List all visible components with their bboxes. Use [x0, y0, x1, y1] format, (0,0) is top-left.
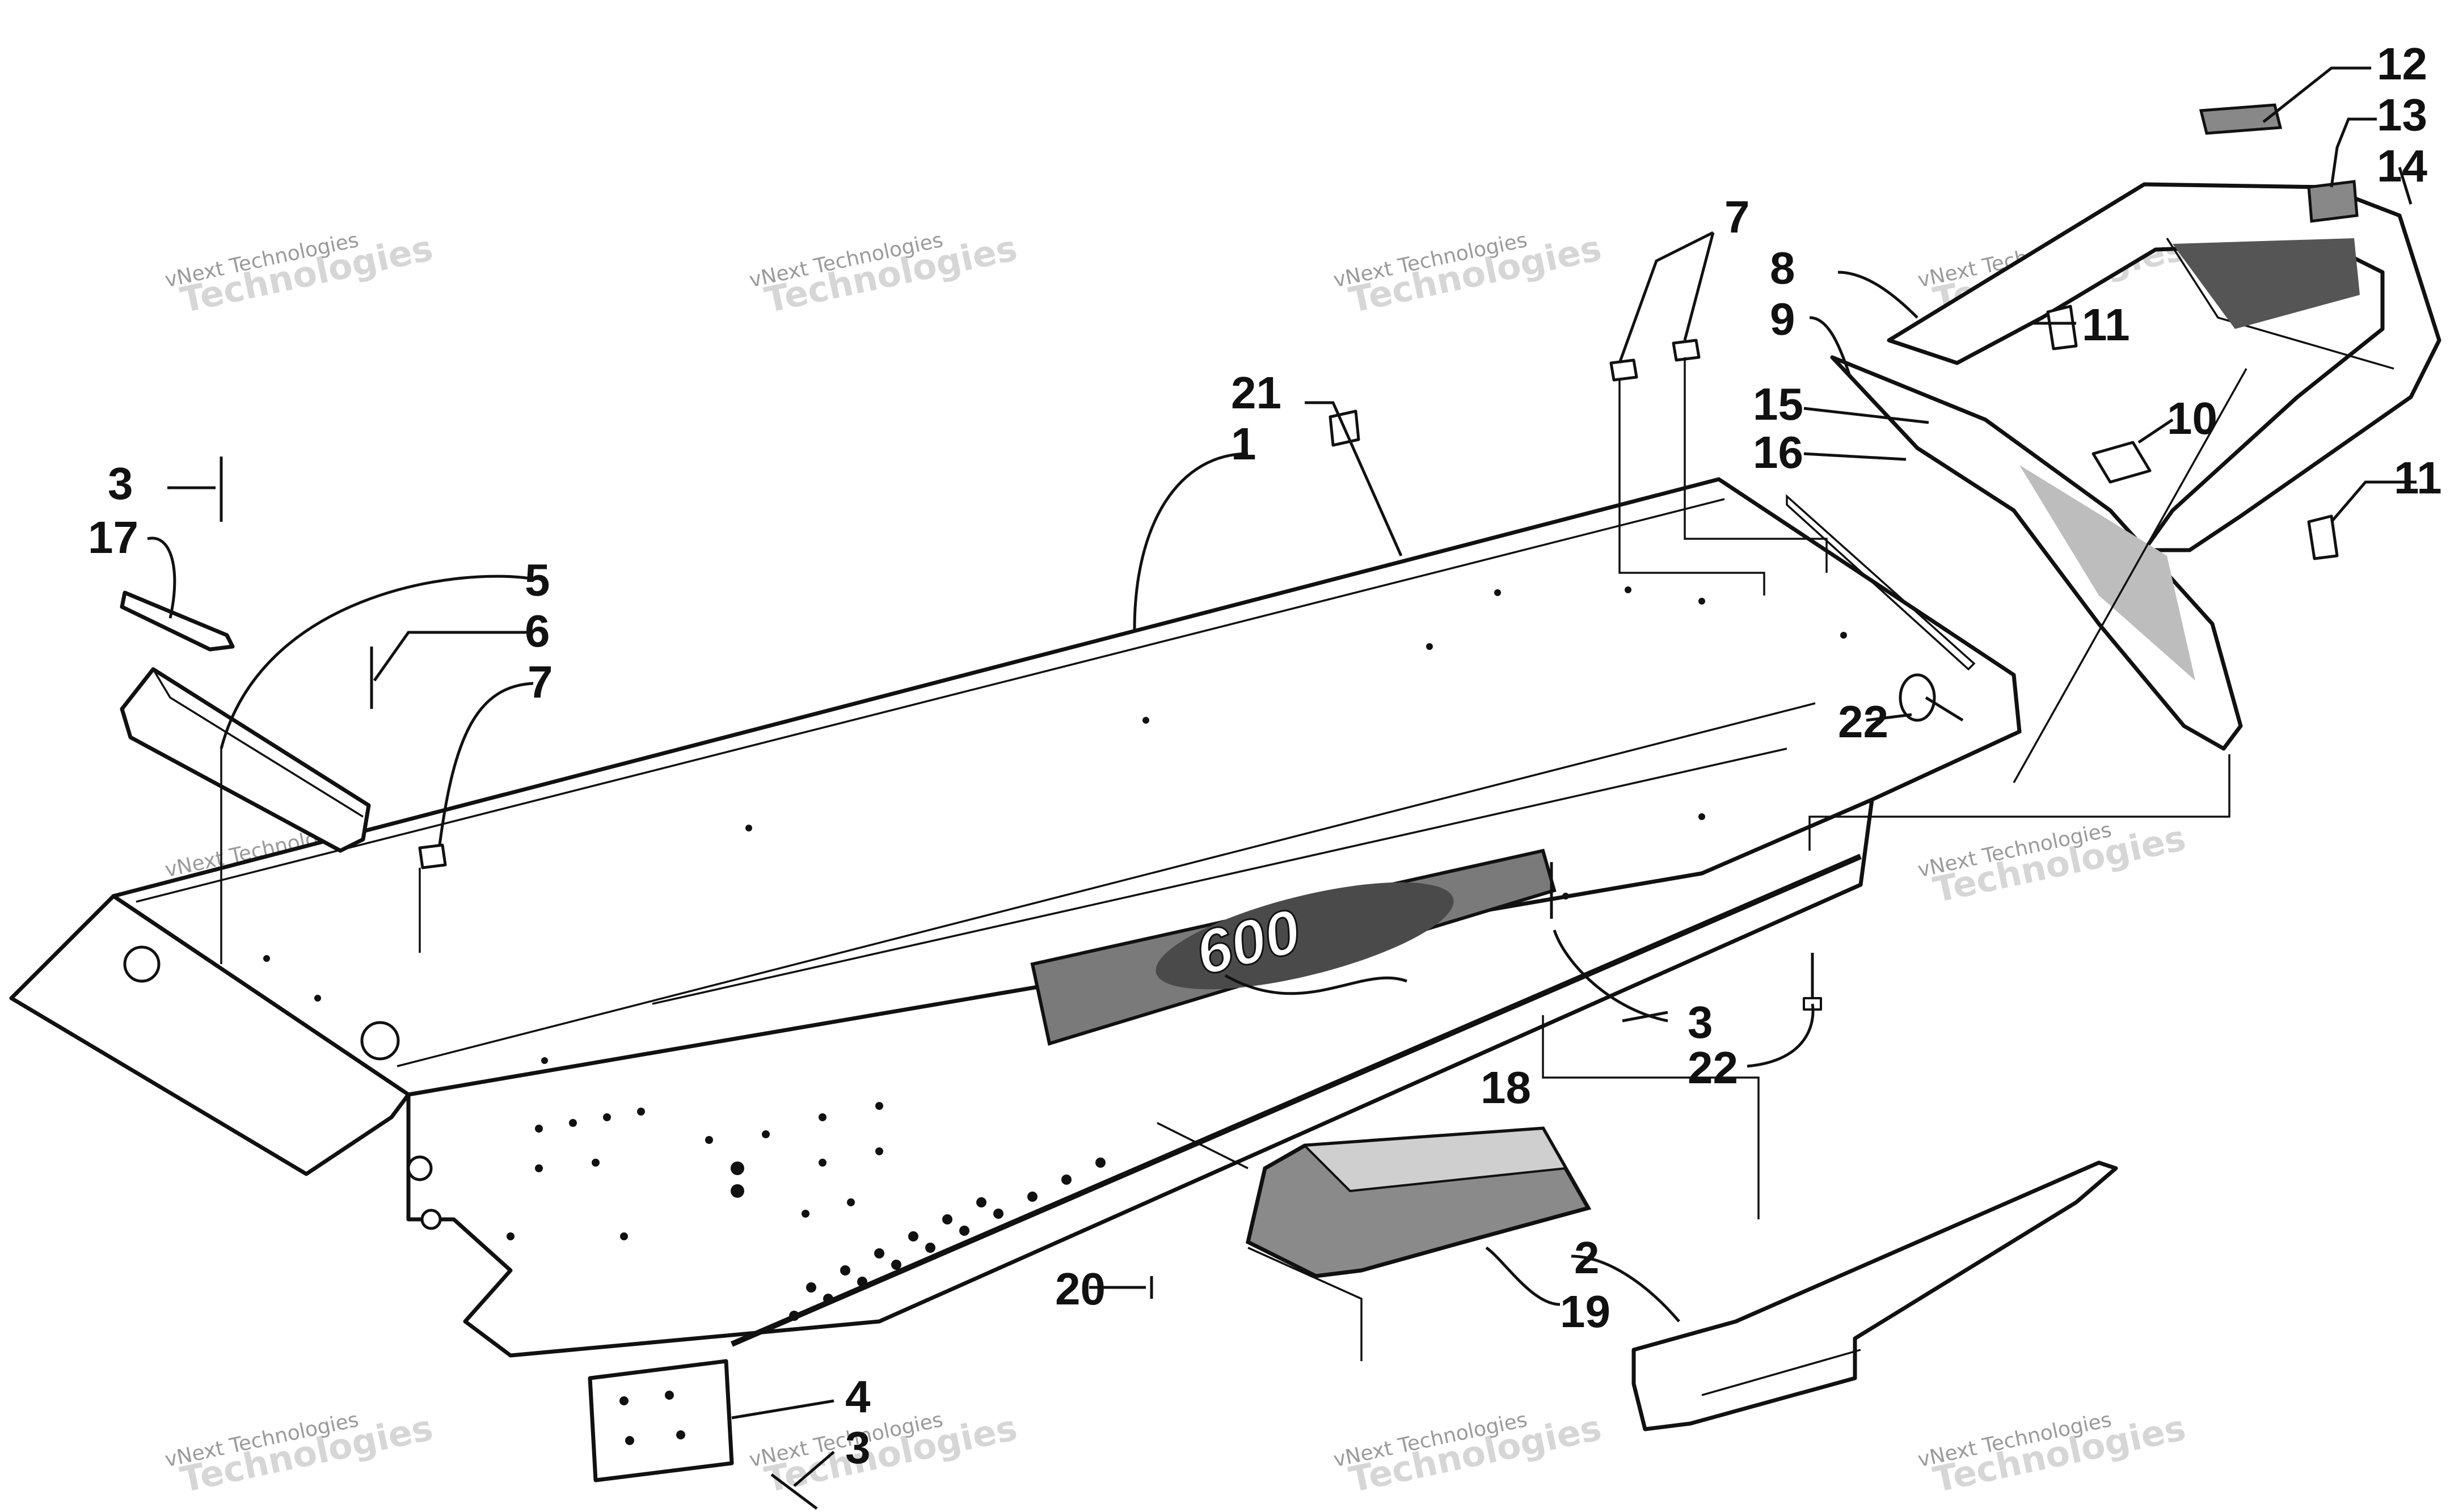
callout-12: 12 — [2377, 39, 2427, 89]
deck-hole — [360, 1021, 400, 1061]
bracket-2 — [1631, 1160, 2118, 1431]
callout-1: 1 — [1231, 419, 1256, 469]
bolt-22-upper — [1899, 673, 1964, 722]
rear-slot — [1786, 494, 1976, 671]
tunnel-front-flap — [9, 894, 411, 1176]
callout-3: 3 — [1688, 997, 1713, 1048]
callout-18: 18 — [1481, 1062, 1531, 1113]
decal-oval — [1156, 882, 1454, 990]
callout-3: 3 — [845, 1422, 871, 1473]
plate-4 — [588, 1359, 734, 1483]
running-board-rod — [731, 854, 1862, 1347]
rivets-3-6 — [220, 457, 1553, 1510]
callout-10: 10 — [2167, 393, 2217, 444]
callout-7: 7 — [528, 657, 553, 707]
leader-lines — [147, 66, 2417, 1487]
callout-22: 22 — [1838, 696, 1888, 747]
plugs-7 — [418, 339, 1701, 869]
side-panel-holes — [407, 1102, 883, 1240]
callout-13: 13 — [2377, 90, 2427, 140]
callout-15: 15 — [1753, 379, 1803, 429]
decal-600: 600 — [1030, 848, 1557, 1046]
callout-14: 14 — [2377, 141, 2427, 191]
callout-22: 22 — [1688, 1042, 1738, 1093]
watermark: Technologies vNext Technologies — [163, 227, 436, 320]
deck-crease — [397, 702, 1816, 1067]
callout-8: 8 — [1770, 243, 1795, 293]
callout-17: 17 — [88, 512, 138, 563]
decal-12 — [2199, 103, 2283, 135]
keyhole — [123, 945, 161, 983]
decal-13 — [2307, 180, 2359, 223]
rear-bumper-8 — [1887, 182, 2441, 552]
deck-crease — [136, 498, 1725, 903]
strap-17 — [120, 590, 235, 652]
watermark: Technologies vNext Technologies — [1916, 817, 2189, 910]
callout-21: 21 — [1231, 368, 1281, 418]
running-board-holes — [789, 1158, 1106, 1321]
left-bracket-5 — [120, 667, 371, 853]
callout-9: 9 — [1770, 294, 1795, 344]
watermark: Technologies vNext Technologies — [1331, 1407, 1605, 1500]
callouts: 1 2 3 3 3 4 5 6 7 7 8 9 10 11 11 12 13 1… — [88, 39, 2442, 1473]
callout-11: 11 — [2394, 453, 2442, 503]
callout-2: 2 — [1574, 1232, 1600, 1283]
callout-3: 3 — [108, 458, 133, 509]
callout-7: 7 — [1724, 192, 1750, 242]
footrest-19 — [1245, 1126, 1592, 1278]
watermark: Technologies vNext Technologies — [747, 227, 1021, 320]
watermark: Technologies vNext Technologies — [1916, 1407, 2189, 1500]
tunnel-assembly — [9, 477, 2022, 1358]
callout-6: 6 — [525, 606, 550, 656]
deck-crease — [652, 747, 1787, 1005]
callout-4: 4 — [845, 1371, 871, 1422]
watermark: Technologies vNext Technologies — [1331, 227, 1605, 320]
rear-panel-9 — [1830, 355, 2243, 751]
watermark: Technologies vNext Technologies — [163, 1407, 436, 1500]
bolt-22-lower — [1803, 953, 1822, 1011]
callout-19: 19 — [1560, 1286, 1610, 1337]
clip-11-lower — [2307, 514, 2339, 560]
callout-5: 5 — [525, 555, 550, 605]
clip-10 — [2091, 441, 2152, 484]
callout-11: 11 — [2082, 299, 2130, 350]
callout-16: 16 — [1753, 427, 1803, 478]
callout-20: 20 — [1055, 1264, 1106, 1314]
clip-11-upper — [2046, 305, 2078, 350]
